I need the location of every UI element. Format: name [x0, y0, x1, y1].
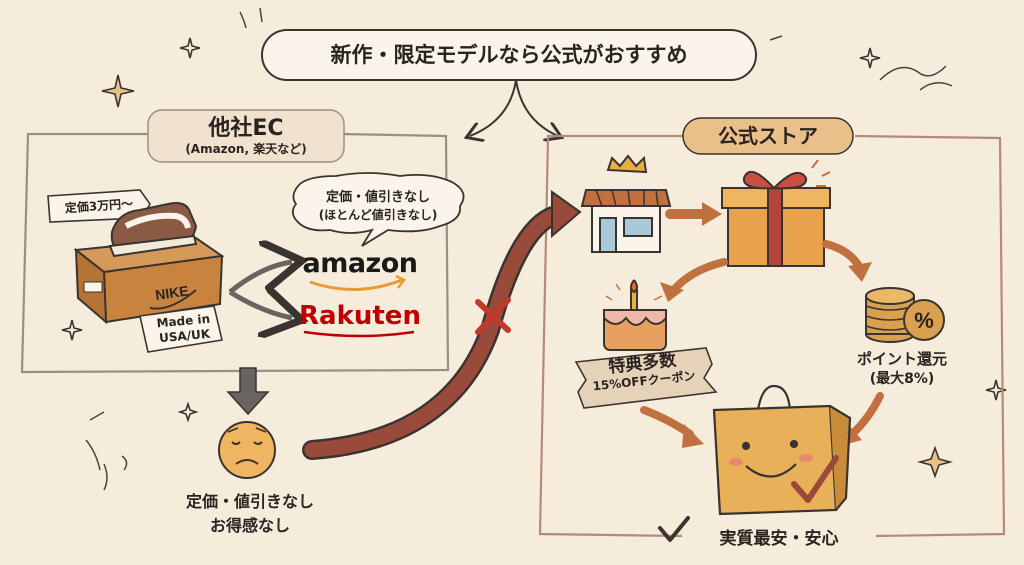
percent-symbol: % — [914, 308, 934, 333]
decorative-doodles — [85, 7, 953, 491]
title-pill — [261, 29, 757, 81]
amazon-logo: amazon — [302, 248, 418, 279]
main-title: 新作・限定モデルなら公式がおすすめ — [330, 43, 688, 67]
coins-icon: % — [865, 287, 945, 343]
rakuten-swoosh — [303, 330, 415, 338]
gift-icon — [721, 159, 831, 267]
shopping-bag-icon — [712, 384, 852, 516]
made-in-tag-icon — [139, 305, 223, 353]
speech-bubble — [291, 172, 465, 247]
svg-text:NIKE: NIKE — [154, 282, 189, 303]
left-result-line2: お得感なし — [209, 516, 290, 535]
left-panel-frame — [20, 132, 450, 374]
check-small-icon — [658, 516, 690, 542]
sad-face-icon — [218, 421, 276, 479]
right-panel-title: 公式ストア — [718, 124, 818, 148]
sneaker-icon — [108, 202, 198, 258]
store-icon — [580, 154, 672, 253]
right-panel-frame — [538, 134, 1006, 538]
amazon-smile — [309, 278, 403, 291]
left-panel-subtitle: (Amazon, 楽天など) — [185, 142, 307, 156]
cross-icon — [475, 297, 511, 335]
down-arrow-icon — [226, 367, 270, 416]
sparkle-icon — [61, 37, 1007, 479]
right-result: 実質最安・安心 — [719, 529, 839, 549]
rakuten-logo: Rakuten — [299, 301, 421, 331]
speech-bubble-line2: (ほとんど値引きなし) — [318, 208, 438, 222]
points-detail: (最大8%) — [869, 371, 935, 387]
points-title: ポイント還元 — [856, 350, 947, 368]
left-result-line1: 定価・値引きなし — [185, 492, 314, 511]
check-icon — [791, 455, 839, 503]
cake-icon — [603, 279, 667, 351]
speech-bubble-line1: 定価・値引きなし — [325, 190, 430, 205]
coupon-ribbon — [574, 347, 718, 409]
left-panel-title: 他社EC — [208, 116, 284, 141]
